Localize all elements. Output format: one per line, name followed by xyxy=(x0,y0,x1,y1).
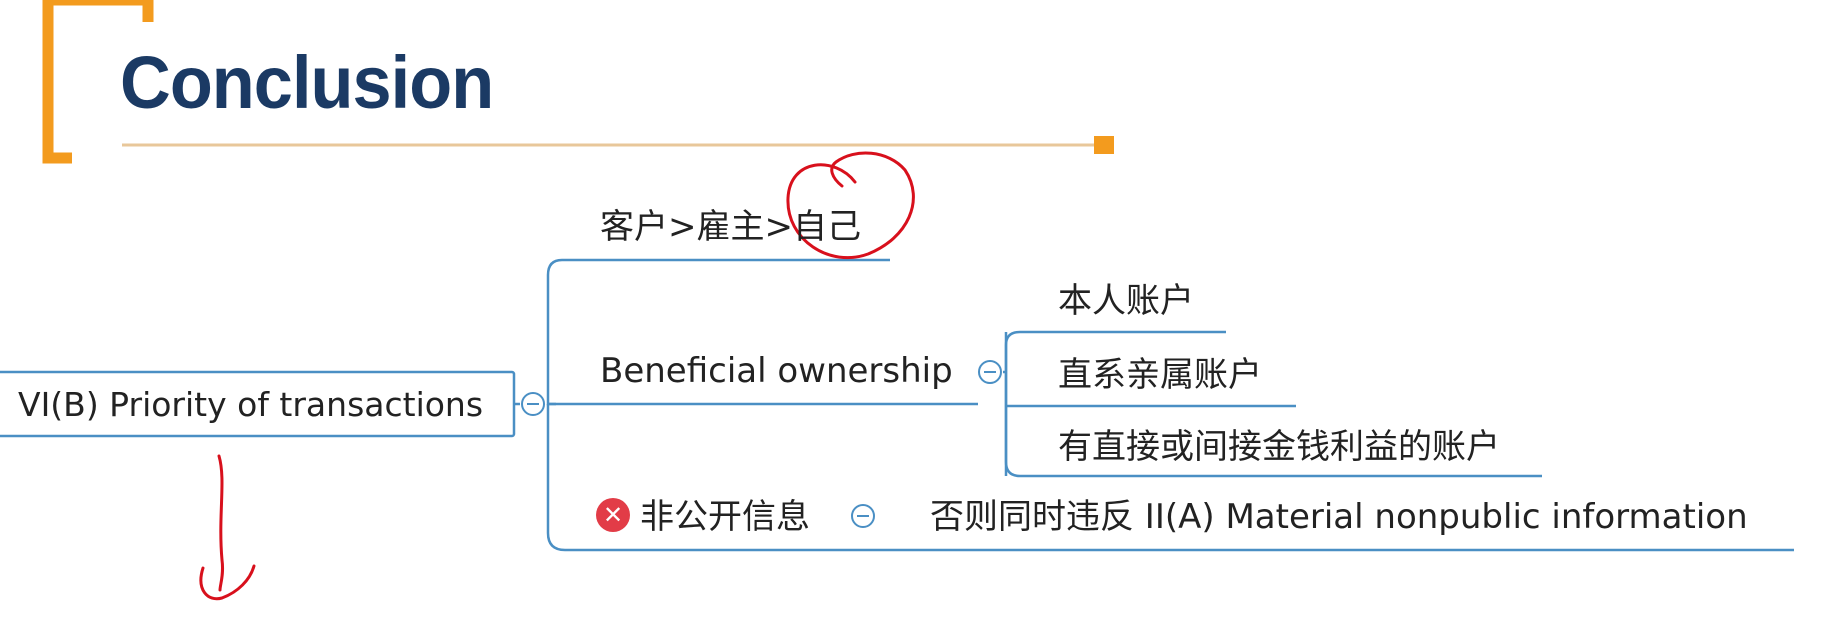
annotation-circle xyxy=(786,151,915,260)
root-node-label: VI(B) Priority of transactions xyxy=(18,385,484,424)
branch-beneficial-ownership-label: Beneficial ownership xyxy=(600,351,953,391)
annotation-arrow-head xyxy=(199,564,256,601)
title-bracket-left xyxy=(42,0,72,164)
branch-1-underline xyxy=(546,258,890,406)
title-underline-marker xyxy=(1094,136,1114,154)
error-icon: ✕ xyxy=(596,498,630,532)
handwritten-annotations xyxy=(199,151,915,601)
slide-title: Conclusion xyxy=(120,41,494,124)
mindmap-connectors xyxy=(514,258,1794,552)
branch-nonpublic-info-label: 非公开信息 xyxy=(640,497,810,537)
branch-priority-order-label: 客户>雇主>自己 xyxy=(600,207,861,247)
child-beneficial-interest-account-label: 有直接或间接金钱利益的账户 xyxy=(1058,427,1500,467)
branch-3-underline xyxy=(546,404,1794,552)
annotation-arrow-stem xyxy=(217,454,225,592)
child-own-account-label: 本人账户 xyxy=(1058,281,1194,321)
root-collapse-icon[interactable] xyxy=(521,392,545,416)
child-immediate-family-account-label: 直系亲属账户 xyxy=(1058,355,1262,395)
nonpublic-collapse-icon[interactable] xyxy=(851,504,875,528)
beneficial-collapse-icon[interactable] xyxy=(978,360,1002,384)
title-bracket-top xyxy=(48,0,154,22)
nonpublic-consequence-label: 否则同时违反 II(A) Material nonpublic informat… xyxy=(930,497,1748,537)
